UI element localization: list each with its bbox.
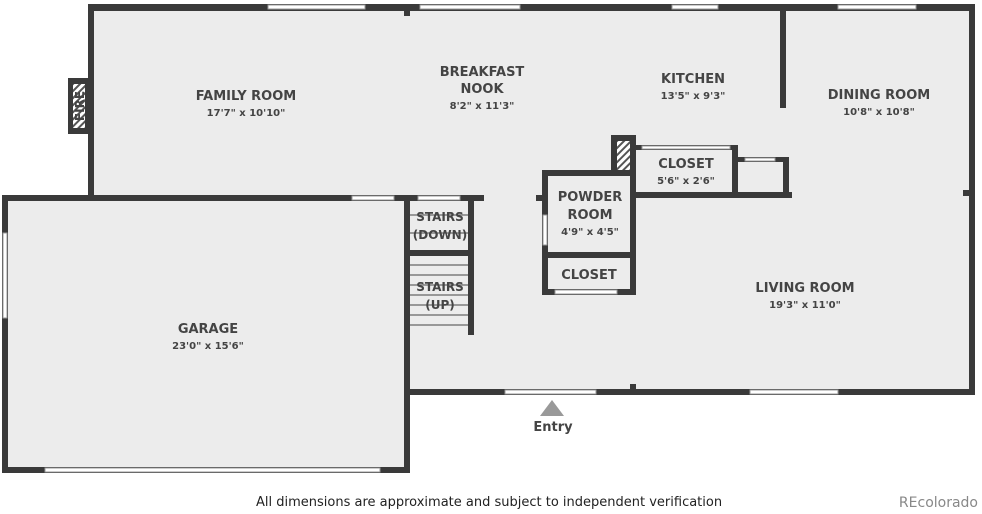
stairs-down-2: (DOWN) [413, 228, 467, 242]
nook-name-2: NOOK [460, 82, 504, 97]
stairs-down-1: STAIRS [416, 210, 464, 224]
brand-logo: REcolorado [898, 495, 978, 511]
fireplace-icon [73, 84, 85, 128]
garage-dims: 23'0" x 15'6" [172, 341, 244, 352]
kitchen-dims: 13'5" x 9'3" [661, 91, 726, 102]
stairs-up-2: (UP) [425, 298, 455, 312]
stairs-up-1: STAIRS [416, 280, 464, 294]
living-name: LIVING ROOM [755, 281, 854, 296]
entry-arrow-icon [540, 400, 564, 416]
powder-dims: 4'9" x 4'5" [561, 227, 619, 238]
powder-name-1: POWDER [558, 190, 623, 205]
nook-dims: 8'2" x 11'3" [450, 101, 515, 112]
disclaimer: All dimensions are approximate and subje… [256, 495, 723, 510]
nook-name-1: BREAKFAST [440, 65, 525, 80]
closet2-name: CLOSET [561, 268, 617, 283]
closet1-dims: 5'6" x 2'6" [657, 176, 715, 187]
windows [2, 4, 917, 473]
fire-label: FIRE [73, 91, 87, 121]
living-dims: 19'3" x 11'0" [769, 300, 841, 311]
floors [5, 8, 972, 470]
entry-label: Entry [533, 420, 573, 435]
closet1-name: CLOSET [658, 157, 714, 172]
family-room-name: FAMILY ROOM [196, 89, 296, 104]
powder-name-2: ROOM [567, 208, 612, 223]
chimney-hatch [617, 141, 630, 170]
stair-treads [410, 214, 468, 326]
dining-name: DINING ROOM [828, 88, 930, 103]
family-room-dims: 17'7" x 10'10" [207, 108, 286, 119]
kitchen-name: KITCHEN [661, 72, 725, 87]
dining-dims: 10'8" x 10'8" [843, 107, 915, 118]
garage-name: GARAGE [178, 322, 238, 337]
